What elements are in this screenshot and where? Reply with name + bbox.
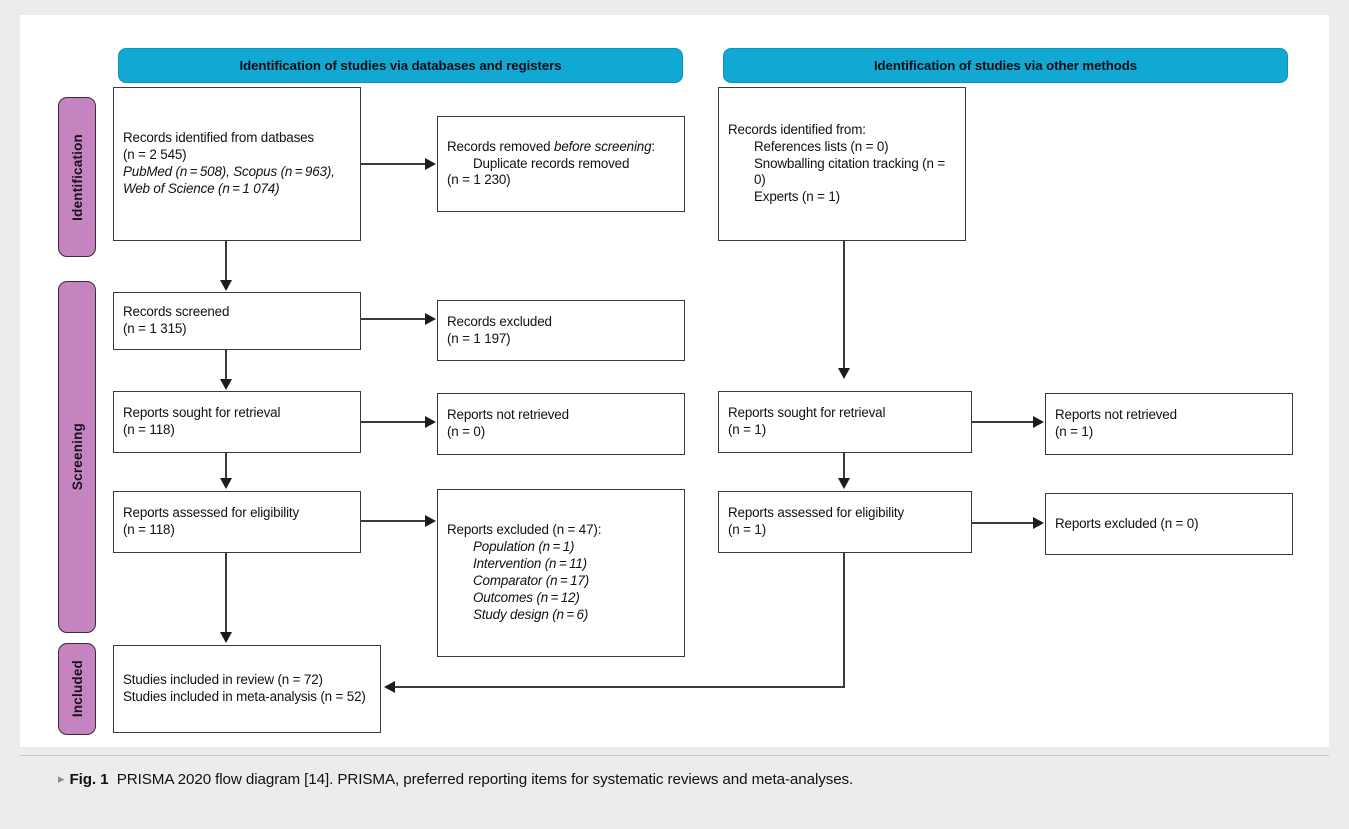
connector-sought-to-assessed bbox=[225, 453, 227, 479]
source-experts: Experts (n = 1) bbox=[754, 189, 840, 205]
arrowhead-other-assessed-to-excluded bbox=[1033, 516, 1044, 529]
connector-other-assessed-to-excluded bbox=[972, 522, 1034, 524]
node-count: (n = 118) bbox=[123, 422, 175, 437]
phase-label-included: Included bbox=[69, 660, 85, 718]
node-label: Records screened bbox=[123, 304, 230, 320]
node-records-identified-other: Records identified from: References list… bbox=[718, 87, 966, 241]
node-reports-sought-other: Reports sought for retrieval (n = 1) bbox=[718, 391, 972, 453]
node-label: Reports not retrieved bbox=[447, 407, 569, 423]
node-label: Records excluded bbox=[447, 313, 552, 329]
reason-population: Population (n = 1) bbox=[473, 539, 575, 555]
node-reports-excluded-reasons: Reports excluded (n = 47): Population (n… bbox=[437, 489, 685, 657]
node-count: (n = 1 197) bbox=[447, 330, 511, 346]
arrowhead-screened-to-excluded bbox=[425, 312, 436, 325]
phase-tab-included: Included bbox=[58, 643, 96, 735]
node-count: (n = 118) bbox=[123, 522, 175, 537]
phase-tab-identification: Identification bbox=[58, 97, 96, 257]
arrowhead-other-sought-to-notretrieved bbox=[1033, 415, 1044, 428]
node-reports-assessed-other: Reports assessed for eligibility (n = 1) bbox=[718, 491, 972, 553]
node-reports-sought-databases: Reports sought for retrieval (n = 118) bbox=[113, 391, 361, 453]
node-label: Reports excluded (n = 0) bbox=[1055, 515, 1199, 531]
arrowhead-assessed-to-included bbox=[219, 632, 232, 643]
node-records-removed-before-screening: Records removed before screening: Duplic… bbox=[437, 116, 685, 212]
phase-label-screening: Screening bbox=[69, 423, 85, 491]
included-review-line: Studies included in review (n = 72) bbox=[123, 672, 323, 688]
arrowhead-identified-to-removed bbox=[425, 157, 436, 170]
node-source-wos: Web of Science (n = 1 074) bbox=[123, 180, 280, 196]
connector-other-sought-to-notretrieved bbox=[972, 421, 1034, 423]
node-studies-included: Studies included in review (n = 72) Stud… bbox=[113, 645, 381, 733]
figure-caption-text: PRISMA 2020 flow diagram [14]. PRISMA, p… bbox=[116, 771, 854, 788]
column-header-other-methods: Identification of studies via other meth… bbox=[723, 48, 1288, 83]
arrowhead-assessed-to-repexcluded bbox=[425, 514, 436, 527]
node-count: (n = 1) bbox=[1055, 424, 1094, 439]
included-meta-line: Studies included in meta-analysis (n = 5… bbox=[123, 689, 366, 704]
node-label: Reports not retrieved bbox=[1055, 407, 1177, 423]
figure-number: Fig. 1 bbox=[69, 771, 109, 788]
connector-screened-to-sought bbox=[225, 350, 227, 380]
arrowhead-other-assessed-to-included bbox=[384, 681, 395, 693]
connector-other-identified-to-sought bbox=[843, 241, 845, 369]
reason-outcomes: Outcomes (n = 12) bbox=[473, 589, 580, 605]
node-reports-not-retrieved-databases: Reports not retrieved (n = 0) bbox=[437, 393, 685, 455]
caption-marker-icon: ▸ bbox=[58, 771, 65, 786]
node-source-scopus: Scopus (n = 963) bbox=[233, 164, 332, 179]
source-references-lists: References lists (n = 0) bbox=[754, 138, 889, 154]
node-records-excluded: Records excluded (n = 1 197) bbox=[437, 300, 685, 361]
arrowhead-identified-to-screened bbox=[219, 280, 232, 291]
node-count: (n = 1 315) bbox=[123, 321, 187, 336]
node-count: (n = 1) bbox=[728, 522, 767, 537]
connector-identified-to-screened bbox=[225, 241, 227, 281]
node-label: Reports sought for retrieval bbox=[728, 405, 886, 421]
node-label: Reports assessed for eligibility bbox=[123, 505, 300, 521]
figure-caption-band: ▸ Fig. 1 PRISMA 2020 flow diagram [14]. P… bbox=[20, 755, 1329, 812]
reason-study-design: Study design (n = 6) bbox=[473, 606, 589, 622]
node-label: Records identified from: bbox=[728, 121, 866, 137]
node-records-identified-databases: Records identified from datbases (n = 2 … bbox=[113, 87, 361, 241]
node-label: Reports sought for retrieval bbox=[123, 405, 281, 421]
node-reports-assessed-databases: Reports assessed for eligibility (n = 11… bbox=[113, 491, 361, 553]
column-header-databases-label: Identification of studies via databases … bbox=[239, 58, 562, 73]
node-count: (n = 0) bbox=[447, 424, 486, 439]
reason-comparator: Comparator (n = 17) bbox=[473, 573, 590, 588]
node-source-pubmed: PubMed (n = 508) bbox=[123, 164, 227, 179]
connector-screened-to-excluded bbox=[361, 318, 426, 320]
node-reports-not-retrieved-other: Reports not retrieved (n = 1) bbox=[1045, 393, 1293, 455]
connector-assessed-to-included bbox=[225, 553, 227, 633]
arrowhead-sought-to-assessed bbox=[219, 478, 232, 489]
connector-other-assessed-to-included-vertical bbox=[843, 553, 845, 688]
node-detail: Duplicate records removed bbox=[473, 155, 630, 171]
node-label: Reports excluded (n = 47): bbox=[447, 522, 602, 538]
arrowhead-other-identified-to-sought bbox=[837, 368, 850, 379]
arrowhead-sought-to-notretrieved bbox=[425, 415, 436, 428]
connector-other-sought-to-assessed bbox=[843, 453, 845, 479]
node-count: (n = 1 230) bbox=[447, 172, 511, 188]
node-count: (n = 2 545) bbox=[123, 147, 187, 163]
arrowhead-other-sought-to-assessed bbox=[837, 478, 850, 489]
node-records-screened: Records screened (n = 1 315) bbox=[113, 292, 361, 350]
node-label: Records removed before screening: bbox=[447, 138, 655, 154]
arrowhead-screened-to-sought bbox=[219, 379, 232, 390]
connector-other-assessed-to-included-horizontal bbox=[395, 686, 845, 688]
connector-identified-to-removed bbox=[361, 163, 426, 165]
column-header-other-methods-label: Identification of studies via other meth… bbox=[873, 58, 1138, 73]
phase-tab-screening: Screening bbox=[58, 281, 96, 633]
node-reports-excluded-other: Reports excluded (n = 0) bbox=[1045, 493, 1293, 555]
node-label: Reports assessed for eligibility bbox=[728, 505, 905, 521]
connector-sought-to-notretrieved bbox=[361, 421, 426, 423]
diagram-panel: Identification Screening Included Identi… bbox=[20, 15, 1329, 747]
node-count: (n = 1) bbox=[728, 422, 767, 437]
source-snowballing: Snowballing citation tracking (n = 0) bbox=[754, 155, 946, 188]
node-label: Records identified from datbases bbox=[123, 130, 314, 146]
column-header-databases: Identification of studies via databases … bbox=[118, 48, 683, 83]
reason-intervention: Intervention (n = 11) bbox=[473, 556, 587, 572]
connector-assessed-to-repexcluded bbox=[361, 520, 426, 522]
phase-label-identification: Identification bbox=[69, 133, 85, 221]
